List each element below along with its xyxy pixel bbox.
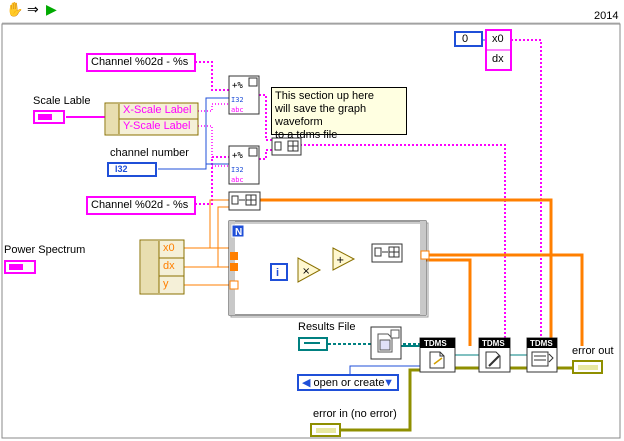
tdms-write-node[interactable]: TDMS xyxy=(478,337,511,373)
open-operation-enum[interactable]: ◀ open or create ▼ xyxy=(297,374,399,391)
format-into-string-top[interactable]: +% I32 abc xyxy=(228,75,260,115)
svg-text:I32: I32 xyxy=(231,96,244,104)
loop-tunnel-out xyxy=(420,250,430,260)
y-item: y xyxy=(163,278,169,290)
loop-tunnel-y xyxy=(229,280,239,290)
i32-tag: I32 xyxy=(115,164,128,174)
results-file-label: Results File xyxy=(298,321,356,333)
error-out-label: error out xyxy=(572,345,614,357)
enum-dropdown-icon: ▼ xyxy=(383,377,394,389)
error-glyph-icon xyxy=(316,428,336,433)
add-symbol: + xyxy=(336,255,344,266)
svg-text:I32: I32 xyxy=(231,166,244,174)
results-file-terminal[interactable] xyxy=(298,337,328,351)
x-scale-label-item: X-Scale Label xyxy=(123,104,192,116)
path-glyph-icon xyxy=(304,342,320,348)
tdms-open-node[interactable]: TDMS xyxy=(419,337,456,373)
add-node[interactable] xyxy=(332,247,356,271)
multiply-node[interactable] xyxy=(297,257,322,283)
svg-text:+%: +% xyxy=(232,151,243,161)
format-into-string-bottom[interactable]: +% I32 abc xyxy=(228,145,260,185)
error-wires xyxy=(341,366,572,432)
cluster-glyph-icon xyxy=(38,114,52,120)
version-year: 2014 xyxy=(594,10,619,22)
probe-icon[interactable]: ▶ xyxy=(46,2,57,18)
numeric-array-wires xyxy=(260,198,584,346)
arrow-right-icon[interactable]: ⇒ xyxy=(27,2,39,18)
power-spectrum-terminal[interactable] xyxy=(4,260,36,274)
channel-number-terminal[interactable]: I32 xyxy=(107,162,157,177)
x0-item: x0 xyxy=(163,242,175,254)
multiply-symbol: × xyxy=(302,266,310,277)
hand-icon[interactable]: ✋ xyxy=(6,2,24,18)
comment-line-1: This section up here xyxy=(275,90,375,102)
loop-count-text: N xyxy=(235,227,242,238)
enum-left-arrow-icon: ◀ xyxy=(302,377,311,389)
bundle-dx-item: dx xyxy=(492,53,504,65)
error-in-label: error in (no error) xyxy=(313,408,397,420)
svg-text:abc: abc xyxy=(231,106,244,114)
loop-tunnel-dx xyxy=(230,263,238,271)
power-spectrum-label: Power Spectrum xyxy=(4,244,86,256)
scale-lable-label: Scale Lable xyxy=(33,95,91,107)
iteration-terminal xyxy=(270,263,288,281)
y-scale-label-item: Y-Scale Label xyxy=(123,120,191,132)
svg-text:abc: abc xyxy=(231,176,244,184)
zero-constant[interactable]: 0 xyxy=(454,31,483,47)
comment-line-3: to a tdms file xyxy=(275,129,338,141)
svg-text:TDMS: TDMS xyxy=(530,339,553,348)
tdms-set-properties-node[interactable]: TDMS xyxy=(526,337,558,373)
for-loop xyxy=(228,220,427,316)
bundle-x0-item: x0 xyxy=(492,33,504,45)
error-in-terminal[interactable] xyxy=(310,423,341,437)
svg-text:TDMS: TDMS xyxy=(482,339,505,348)
svg-text:+%: +% xyxy=(232,81,243,91)
loop-count-terminal xyxy=(231,224,245,238)
scale-lable-terminal[interactable] xyxy=(33,110,65,124)
comment-note: This section up here will save the graph… xyxy=(271,87,407,141)
error-glyph-icon-out xyxy=(578,365,598,370)
loop-tunnel-x0 xyxy=(230,252,238,260)
svg-text:TDMS: TDMS xyxy=(424,339,447,348)
channel-number-label: channel number xyxy=(110,147,189,159)
error-out-terminal[interactable] xyxy=(572,360,603,374)
waveform-glyph-icon xyxy=(9,264,23,270)
file-dialog-node[interactable] xyxy=(370,326,402,360)
for-loop-right-rail xyxy=(420,221,426,315)
structure-frame xyxy=(1,23,621,439)
dx-item: dx xyxy=(163,260,175,272)
format-string-constant-bottom[interactable]: Channel %02d - %s xyxy=(86,196,196,215)
string-wires xyxy=(66,39,542,346)
comment-line-2: will save the graph waveform xyxy=(275,103,367,128)
iteration-text: i xyxy=(276,267,279,279)
format-string-constant-top[interactable]: Channel %02d - %s xyxy=(86,53,196,72)
